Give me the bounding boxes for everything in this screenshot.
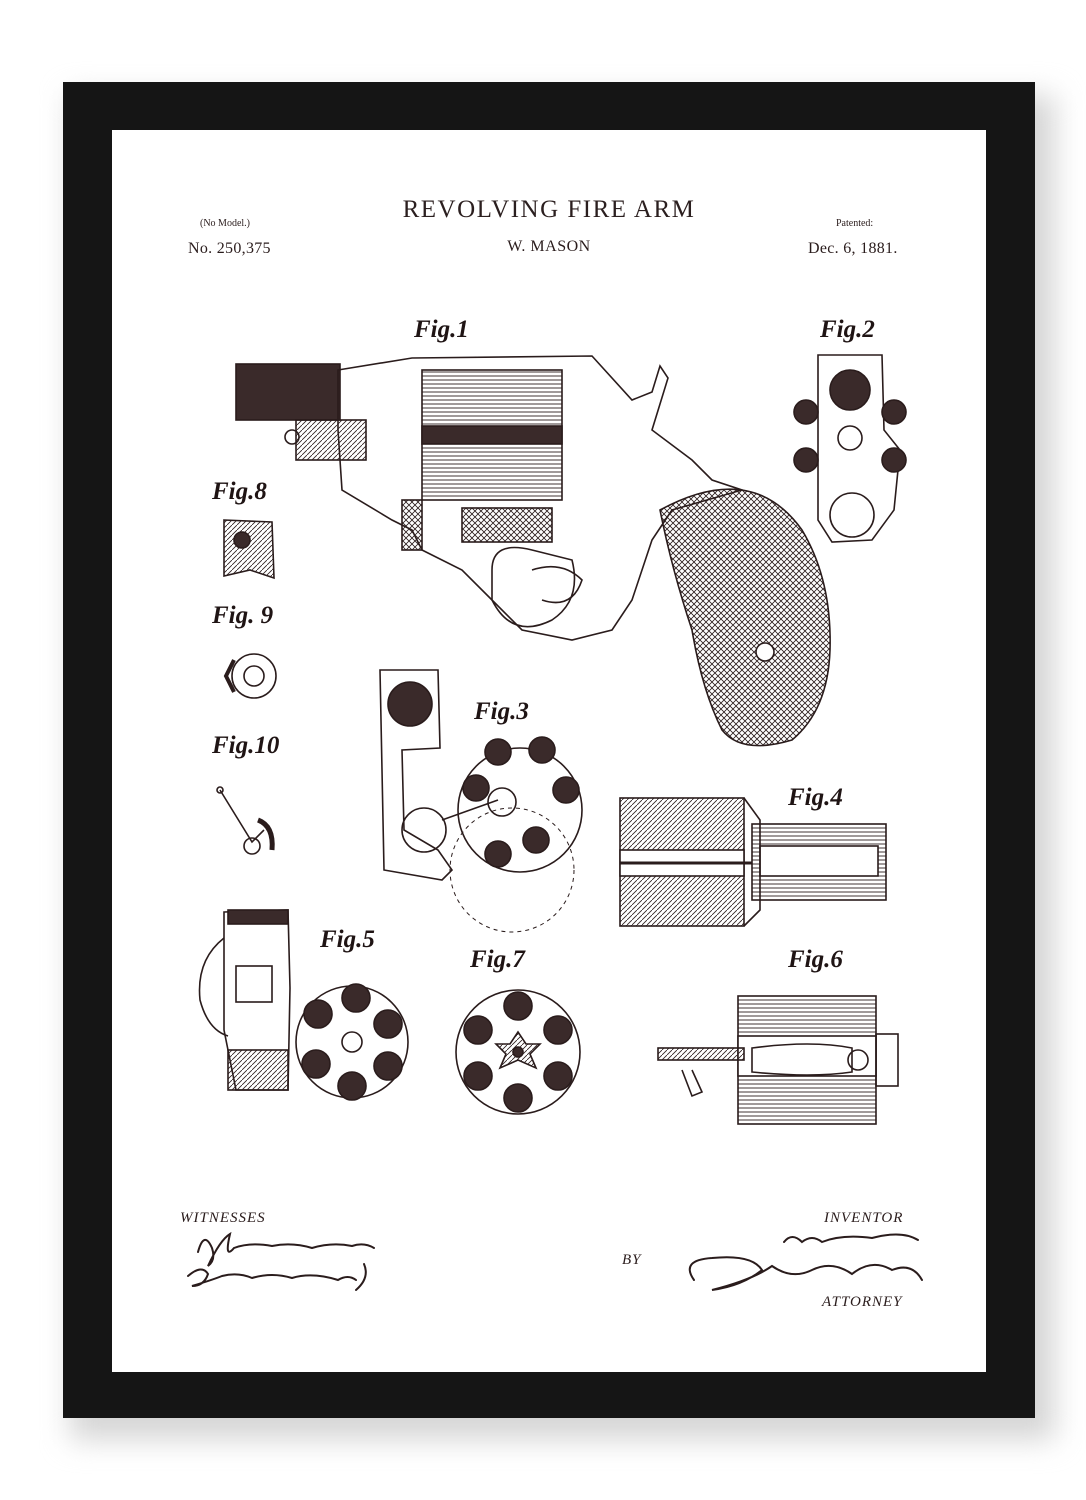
model-note: (No Model.)	[200, 218, 250, 229]
witness-signatures	[187, 1231, 375, 1291]
patent-date: Dec. 6, 1881.	[808, 240, 898, 257]
fig9-label: Fig. 9	[212, 602, 274, 629]
inventor-label: INVENTOR	[824, 1210, 904, 1226]
fig3-label: Fig.3	[474, 698, 529, 725]
fig2-cylinder-drawing	[793, 354, 907, 543]
patent-drawings	[187, 354, 923, 1291]
fig5-label: Fig.5	[320, 926, 375, 953]
fig10-label: Fig.10	[212, 732, 280, 759]
patent-title: REVOLVING FIRE ARM	[402, 196, 696, 223]
fig10-drawing	[216, 786, 275, 855]
attorney-label: ATTORNEY	[822, 1294, 903, 1310]
inventor-signatures	[688, 1233, 923, 1291]
fig6-label: Fig.6	[788, 946, 843, 973]
fig6-drawing	[657, 995, 899, 1125]
fig9-drawing	[223, 653, 277, 699]
fig4-label: Fig.4	[788, 784, 843, 811]
fig1-label: Fig.1	[414, 316, 469, 343]
fig5-drawing	[198, 909, 409, 1101]
fig8-label: Fig.8	[212, 478, 267, 505]
fig4-drawing	[619, 797, 887, 927]
patented-label: Patented:	[836, 218, 874, 229]
inventor-name: W. MASON	[507, 238, 591, 255]
fig3-drawing	[379, 669, 583, 933]
fig7-drawing	[455, 989, 581, 1115]
fig8-drawing	[223, 519, 275, 580]
by-label: BY	[622, 1252, 642, 1268]
fig7-label: Fig.7	[470, 946, 525, 973]
fig2-label: Fig.2	[820, 316, 875, 343]
patent-poster: (No Model.) No. 250,375 REVOLVING FIRE A…	[112, 130, 986, 1372]
witnesses-label: WITNESSES	[180, 1210, 266, 1226]
patent-number: No. 250,375	[188, 240, 271, 257]
fig1-revolver-drawing	[235, 355, 831, 747]
